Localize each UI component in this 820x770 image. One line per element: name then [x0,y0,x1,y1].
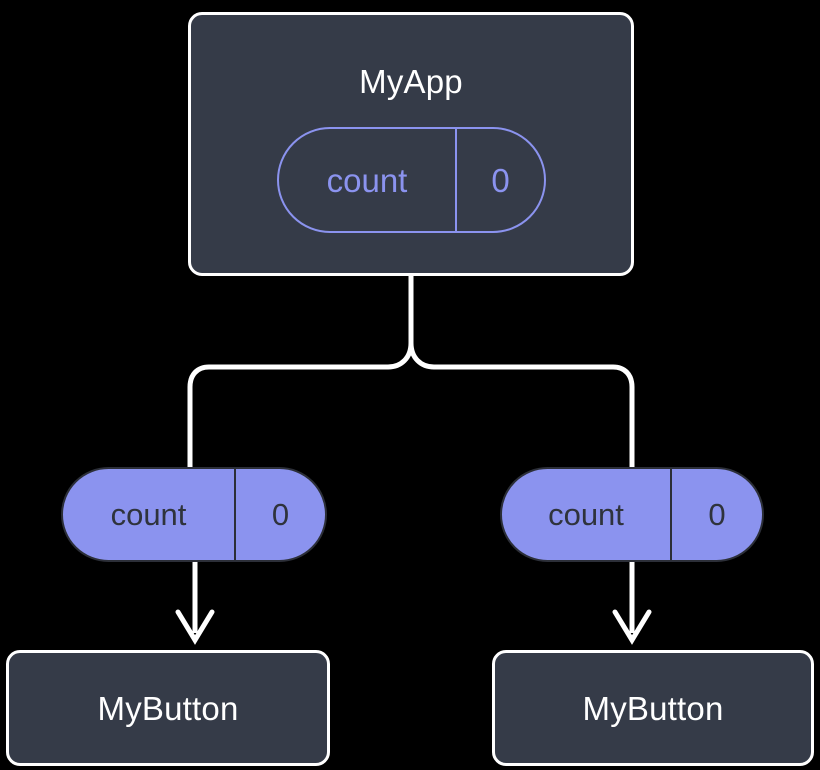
prop-pill-left-value: 0 [271,497,290,532]
node-mybutton-right[interactable]: MyButton [492,650,814,766]
node-mybutton-left-title: MyButton [97,689,239,727]
state-pill-myapp-value: 0 [491,161,510,199]
node-mybutton-right-title: MyButton [582,689,724,727]
node-mybutton-left[interactable]: MyButton [6,650,330,766]
arrow-head-left-icon [175,609,215,645]
prop-pill-right-value: 0 [708,497,726,532]
edge-branch-left [187,340,414,473]
node-myapp-title: MyApp [359,63,463,100]
prop-pill-right[interactable]: count 0 [500,467,764,562]
prop-pill-left-key: count [63,469,236,560]
arrow-head-right-icon [612,609,652,645]
state-pill-myapp-key: count [279,129,457,231]
state-pill-myapp[interactable]: count 0 [277,127,546,233]
edge-branch-right [408,340,635,473]
prop-pill-left[interactable]: count 0 [61,467,327,562]
prop-pill-right-key: count [502,469,672,560]
